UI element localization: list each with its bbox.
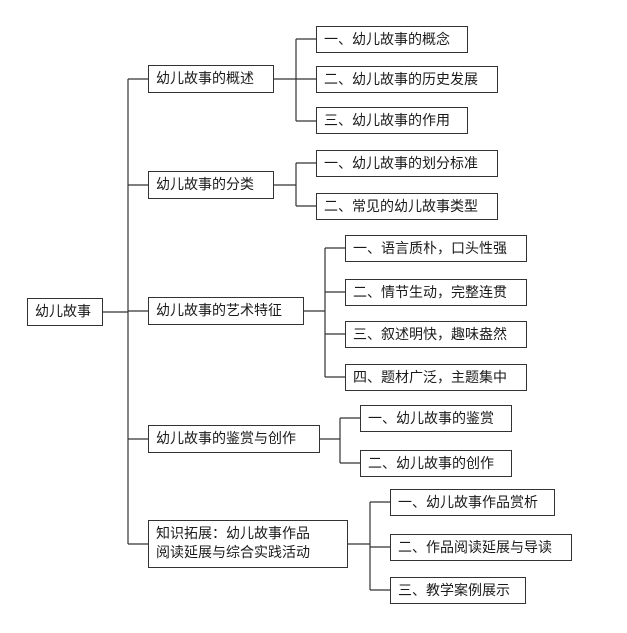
branch-node-overview: 幼儿故事的概述 — [148, 65, 274, 93]
leaf-label: 三、幼儿故事的作用 — [324, 112, 450, 129]
leaf-label: 一、幼儿故事的鉴赏 — [368, 410, 494, 427]
leaf-node: 二、常见的幼儿故事类型 — [316, 193, 498, 220]
leaf-label: 二、常见的幼儿故事类型 — [324, 198, 478, 215]
leaf-node: 一、幼儿故事的鉴赏 — [360, 405, 512, 432]
leaf-label: 二、情节生动，完整连贯 — [353, 284, 507, 301]
branch-label: 幼儿故事的分类 — [156, 177, 254, 193]
branch-label-line2: 阅读延展与综合实践活动 — [156, 545, 310, 561]
leaf-label: 二、幼儿故事的历史发展 — [324, 71, 478, 88]
branch-node-classification: 幼儿故事的分类 — [148, 171, 274, 199]
leaf-label: 二、幼儿故事的创作 — [368, 455, 494, 472]
branch-label: 幼儿故事的鉴赏与创作 — [156, 431, 296, 447]
leaf-label: 一、幼儿故事的概念 — [324, 31, 450, 48]
leaf-node: 二、情节生动，完整连贯 — [345, 279, 527, 306]
leaf-node: 三、教学案例展示 — [390, 577, 526, 604]
leaf-node: 二、作品阅读延展与导读 — [390, 534, 572, 561]
leaf-node: 一、幼儿故事的概念 — [316, 26, 468, 53]
leaf-label: 一、幼儿故事作品赏析 — [398, 494, 538, 511]
branch-label-line1: 知识拓展：幼儿故事作品 — [156, 526, 310, 542]
leaf-node: 三、叙述明快，趣味盎然 — [345, 321, 527, 348]
leaf-node: 四、题材广泛，主题集中 — [345, 364, 527, 391]
leaf-node: 一、语言质朴，口头性强 — [345, 235, 527, 262]
branch-label: 幼儿故事的艺术特征 — [156, 303, 282, 319]
branch-node-appreciation-creation: 幼儿故事的鉴赏与创作 — [148, 425, 320, 453]
leaf-node: 一、幼儿故事的划分标准 — [316, 150, 498, 177]
leaf-label: 一、语言质朴，口头性强 — [353, 240, 507, 257]
branch-node-artistic-features: 幼儿故事的艺术特征 — [148, 297, 304, 325]
leaf-label: 二、作品阅读延展与导读 — [398, 539, 552, 556]
leaf-label: 三、叙述明快，趣味盎然 — [353, 326, 507, 343]
leaf-label: 三、教学案例展示 — [398, 582, 510, 599]
leaf-node: 三、幼儿故事的作用 — [316, 107, 468, 134]
branch-node-knowledge-extension: 知识拓展：幼儿故事作品 阅读延展与综合实践活动 — [148, 520, 348, 568]
branch-label: 幼儿故事的概述 — [156, 71, 254, 87]
root-node: 幼儿故事 — [27, 298, 103, 326]
leaf-label: 四、题材广泛，主题集中 — [353, 369, 507, 386]
leaf-node: 一、幼儿故事作品赏析 — [390, 489, 555, 516]
leaf-node: 二、幼儿故事的历史发展 — [316, 66, 498, 93]
leaf-label: 一、幼儿故事的划分标准 — [324, 155, 478, 172]
leaf-node: 二、幼儿故事的创作 — [360, 450, 512, 477]
root-label: 幼儿故事 — [35, 304, 91, 320]
